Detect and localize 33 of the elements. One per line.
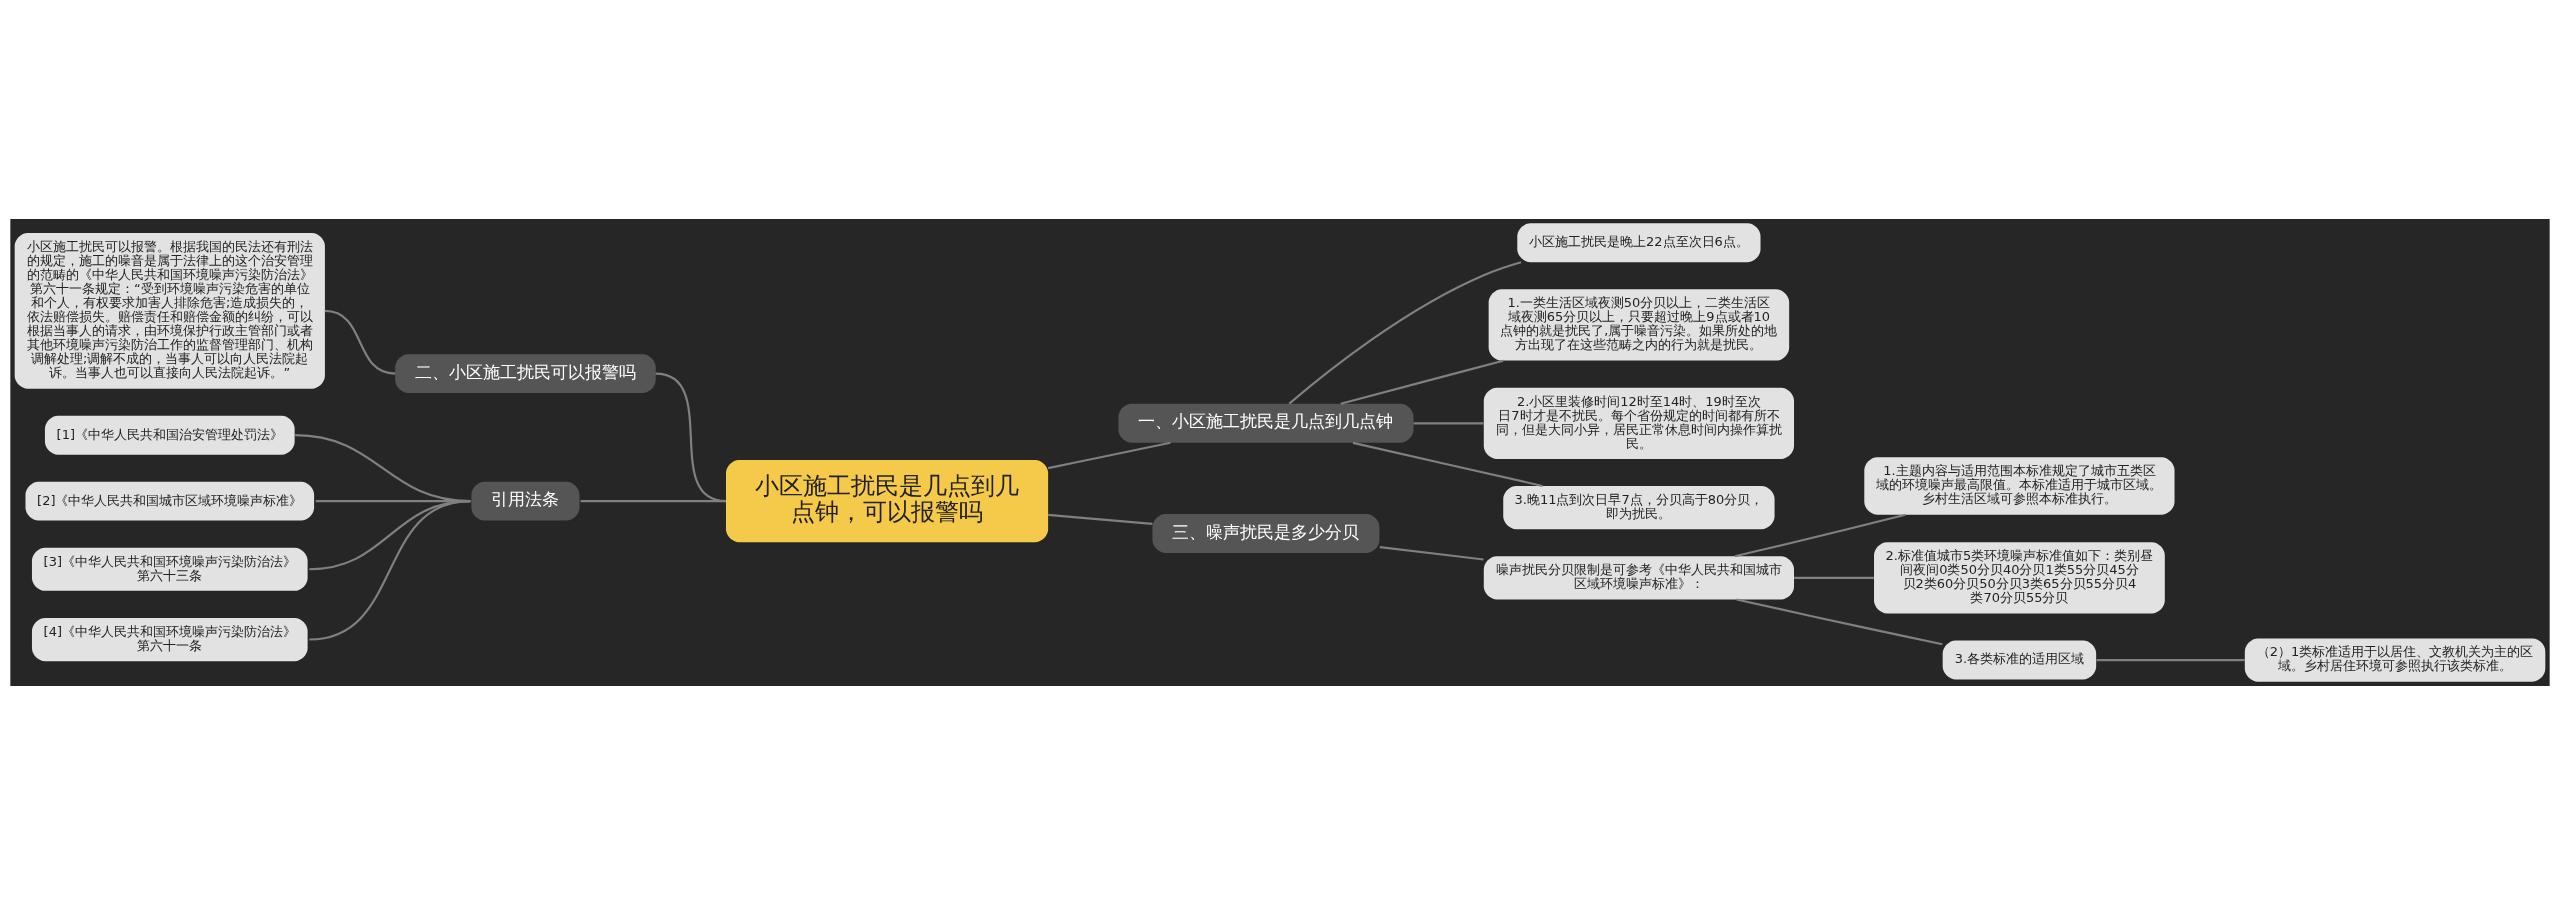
node-box: 三、噪声扰民是多少分贝	[1152, 514, 1380, 554]
connector	[1048, 513, 1153, 525]
node-box: [2]《中华人民共和国城市区域环境噪声标准》	[25, 481, 315, 521]
node-box: 3.各类标准的适用区域	[1942, 640, 2097, 680]
node-box: 小区施工扰民是晚上22点至次日6点。	[1517, 223, 1761, 263]
node-box: 小区施工扰民是几点到几点钟，可以报警吗	[726, 460, 1049, 543]
node-box: 2.小区里装修时间12时至14时、19时至次日7时才是不扰民。每个省份规定的时间都有所不同，但是大同小异，居民正常休息时间内操作算扰民。	[1483, 387, 1794, 459]
connector	[324, 309, 396, 375]
node-box: （2）1类标准适用于以居住、文教机关为主的区域。乡村居住环境可参照执行该类标准。	[2244, 638, 2546, 682]
node-box: 2.标准值城市5类环境噪声标准值如下：类别昼间夜间0类50分贝40分贝1类55分贝45分贝2类60分贝50分贝3类65分贝55分贝4类70分贝55分贝	[1874, 542, 2165, 614]
node-box: [3]《中华人民共和国环境噪声污染防治法》第六十三条	[31, 547, 308, 591]
node-box: 噪声扰民分贝限制是可参考《中华人民共和国城市区域环境噪声标准》：	[1483, 556, 1794, 600]
node-box: 1.一类生活区域夜测50分贝以上，二类生活区域夜测65分贝以上，只要超过晚上9点或者10点钟的就是扰民了,属于噪音污染。如果所处的地方出现了在这些范畴之内的行为就是扰民。	[1488, 289, 1790, 361]
node-box: 二、小区施工扰民可以报警吗	[395, 354, 656, 394]
connector	[580, 500, 726, 503]
node-box: 小区施工扰民可以报警。根据我国的民法还有刑法的规定，施工的噪音是属于法律上的这个治安管理的范畴的《中华人民共和国环境噪声污染防治法》第六十一条规定：“受到环境噪声污染危害的单位和个人，有权要求加害人排除危害;造成损失的，依法赔偿损失。赔偿责任和赔偿金额的纠纷，可以根据当事人的请求，由环境保护行政主管部门或者其他环境噪声污染防治工作的监督管理部门、机构调解处理;调解不成的，当事人可以向人民法院起诉。当事人也可以直接向人民法院起诉。”	[14, 233, 325, 389]
connector	[1288, 261, 1522, 405]
connector	[1794, 576, 1874, 579]
connector	[2096, 658, 2245, 662]
connector	[1352, 441, 1543, 487]
connector	[1734, 513, 1906, 558]
connector	[1413, 422, 1484, 425]
node-box: [1]《中华人民共和国治安管理处罚法》	[44, 415, 295, 455]
node-box: 引用法条	[471, 481, 580, 521]
node-box: 一、小区施工扰民是几点到几点钟	[1118, 403, 1414, 443]
node-box: 3.晚11点到次日早7点，分贝高于80分贝，即为扰民。	[1503, 486, 1775, 530]
connector	[1047, 441, 1171, 470]
connector	[309, 500, 471, 641]
connector	[1379, 546, 1484, 561]
node-box: 1.主题内容与适用范围本标准规定了城市五类区域的环境噪声最高限值。本标准适用于城市区域。乡村生活区域可参照本标准执行。	[1864, 457, 2175, 515]
connector	[1340, 359, 1504, 405]
connector	[1736, 598, 1943, 646]
node-box: [4]《中华人民共和国环境噪声污染防治法》第六十一条	[31, 617, 308, 662]
